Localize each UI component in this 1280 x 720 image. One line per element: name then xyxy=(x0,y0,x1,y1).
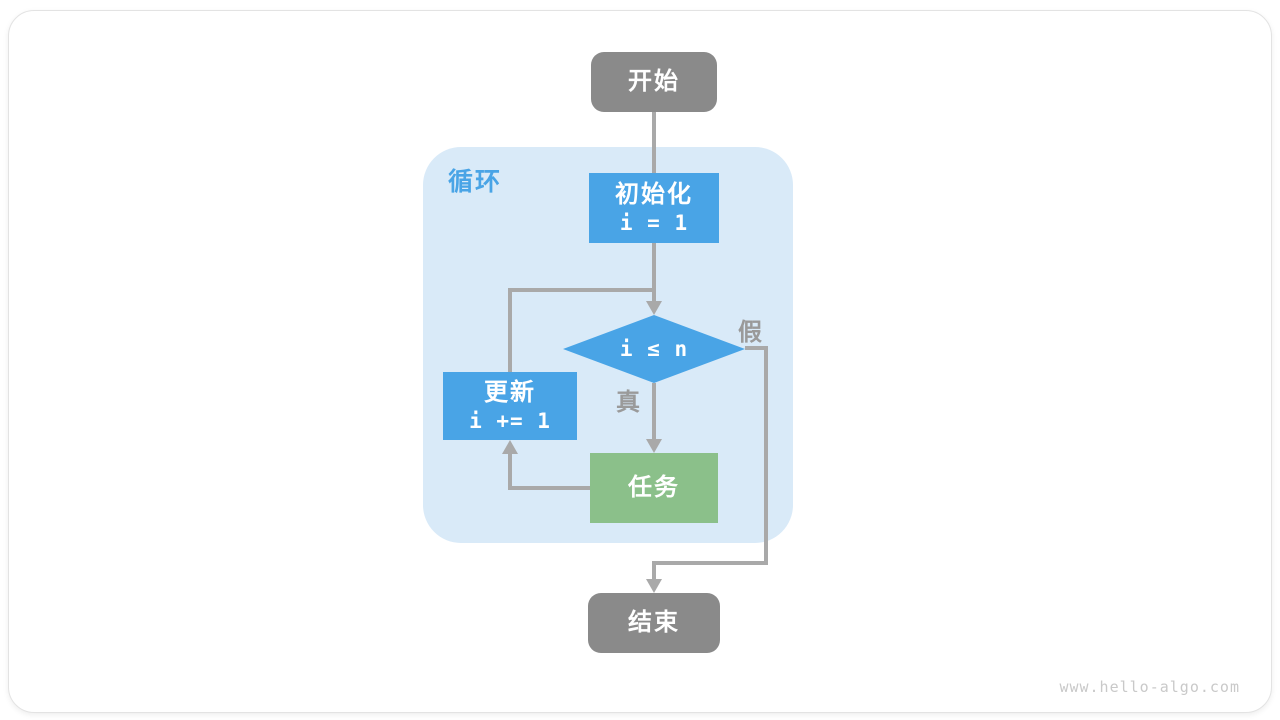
branch-true-label: 真 xyxy=(616,389,640,416)
init-code: i = 1 xyxy=(619,210,689,235)
update-title: 更新 xyxy=(484,378,536,406)
update-code: i += 1 xyxy=(469,408,551,433)
start-label: 开始 xyxy=(628,68,680,95)
init-node: 初始化 i = 1 xyxy=(589,173,719,243)
branch-false-label: 假 xyxy=(738,319,762,346)
end-node: 结束 xyxy=(588,593,720,653)
task-node: 任务 xyxy=(590,453,718,523)
task-label: 任务 xyxy=(628,474,680,501)
watermark: www.hello-algo.com xyxy=(1059,678,1240,696)
condition-label: i ≤ n xyxy=(619,336,689,361)
init-title: 初始化 xyxy=(615,180,693,208)
loop-region-label: 循环 xyxy=(448,168,503,196)
start-node: 开始 xyxy=(591,52,717,112)
update-node: 更新 i += 1 xyxy=(443,372,577,440)
end-label: 结束 xyxy=(628,609,680,636)
